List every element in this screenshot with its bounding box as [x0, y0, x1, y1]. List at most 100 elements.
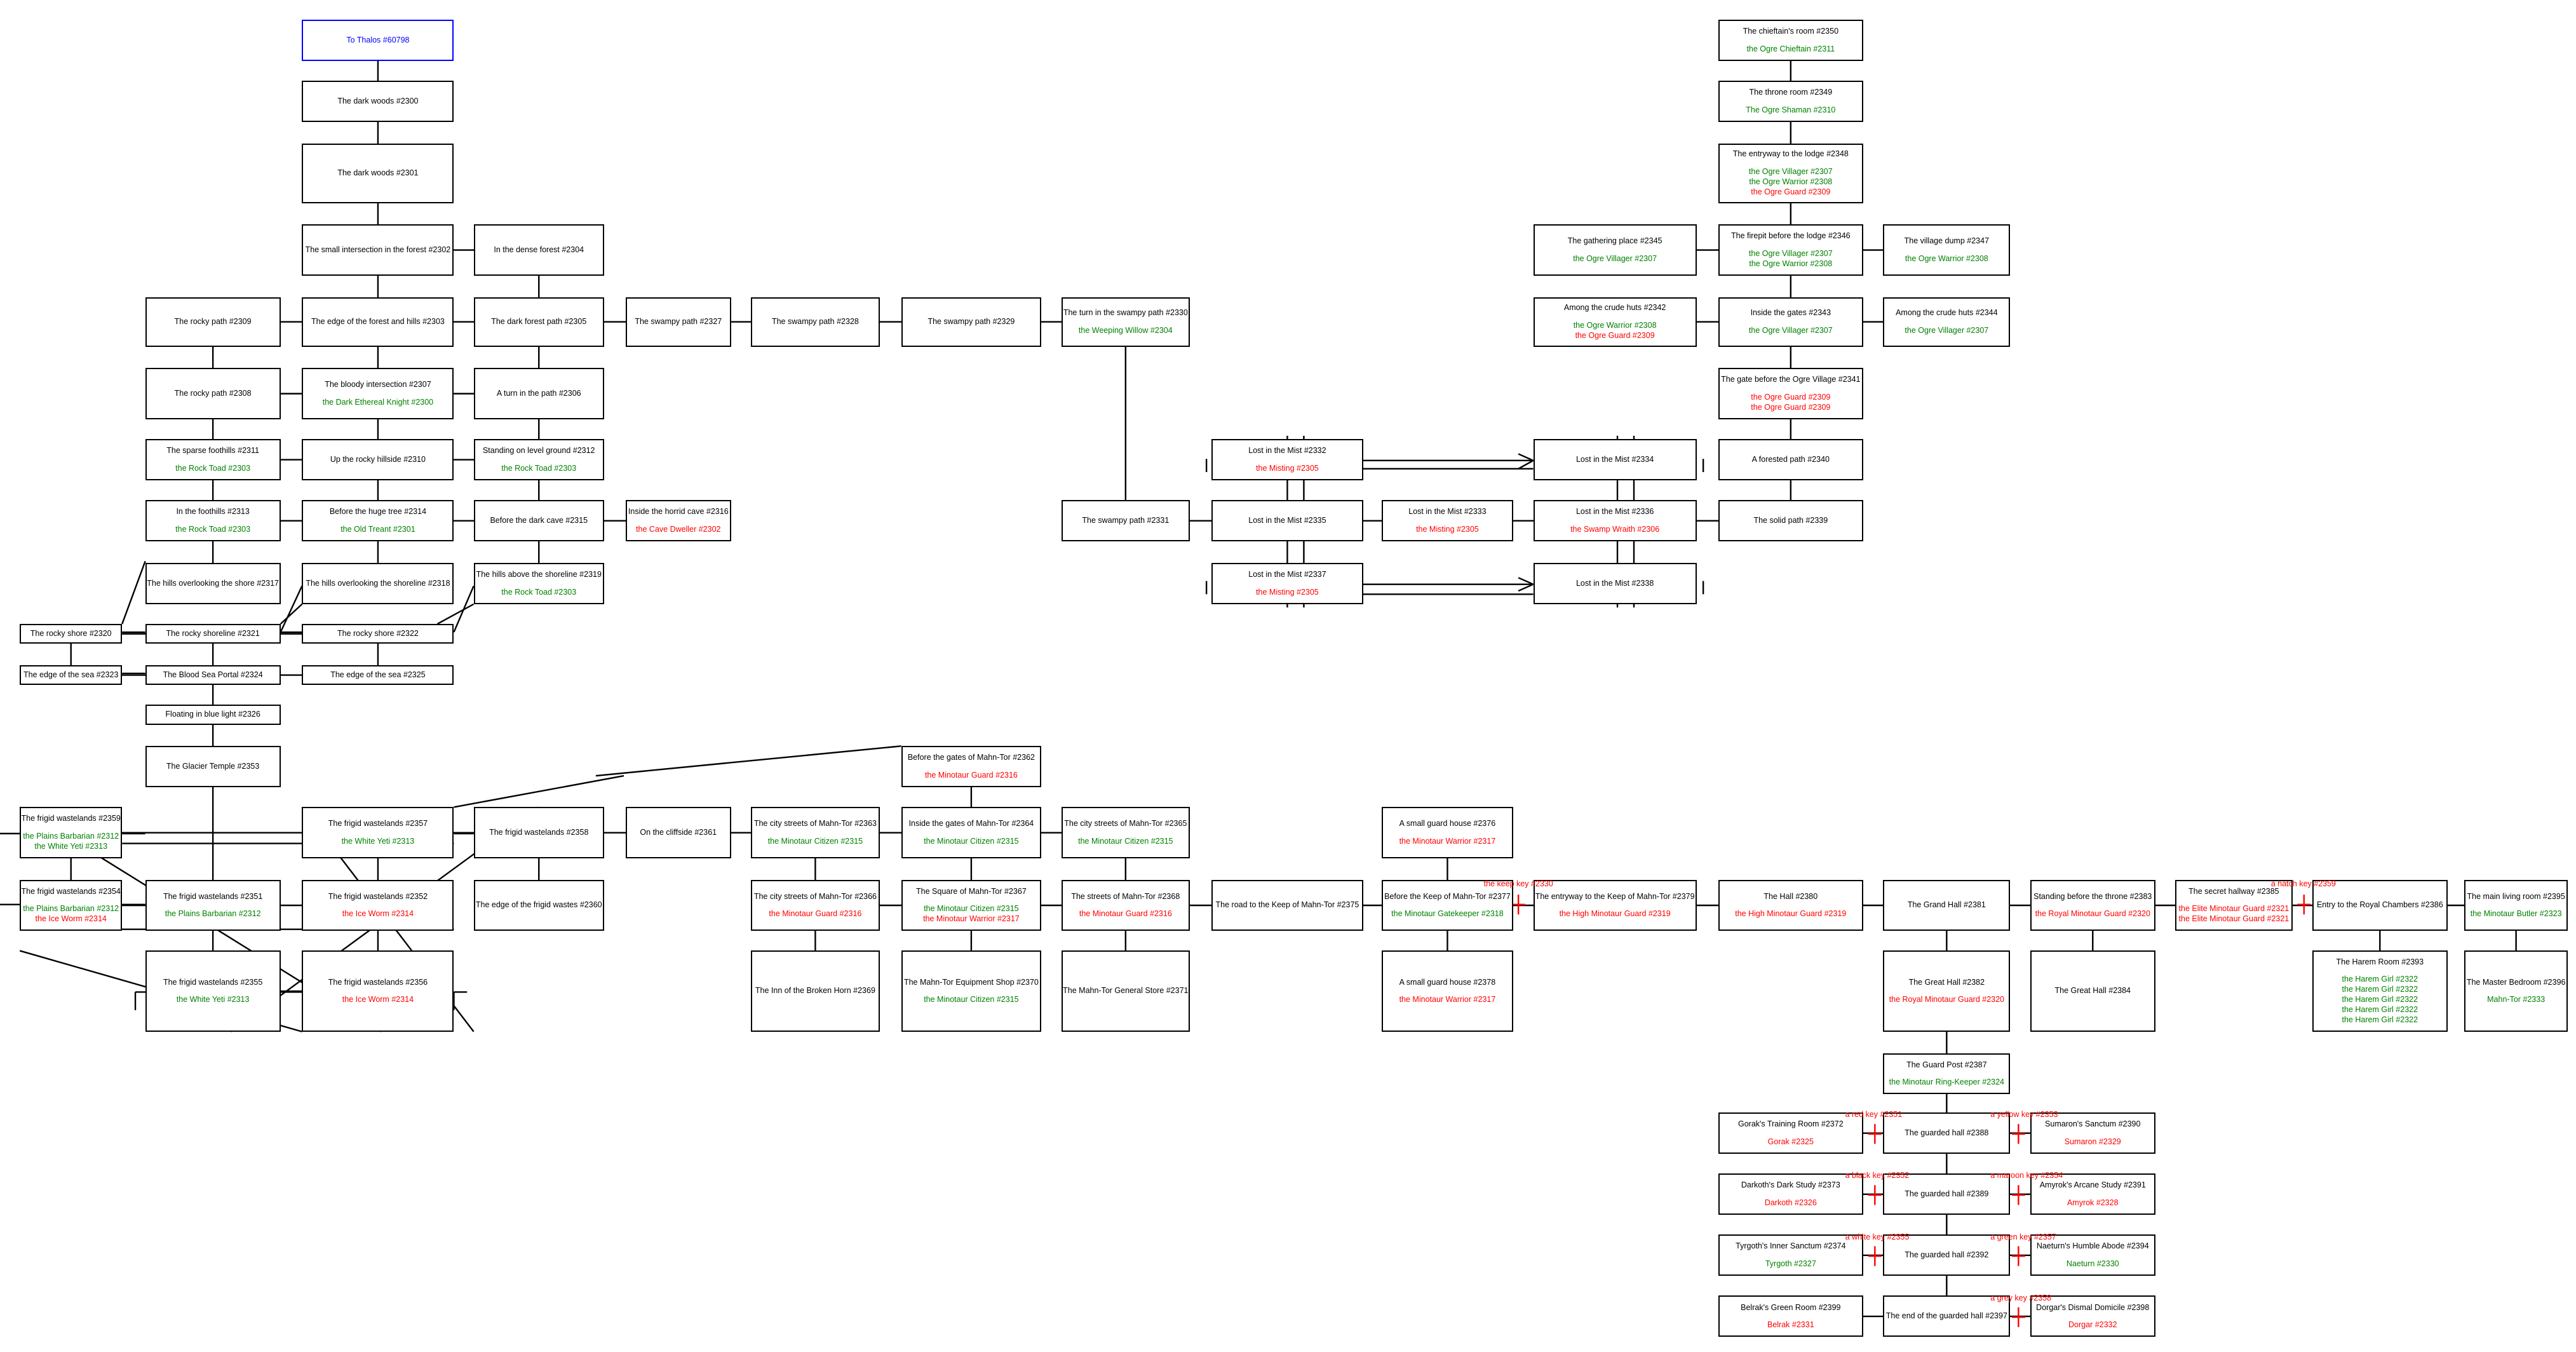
hostile-mob: the High Minotaur Guard #2319	[1735, 909, 1847, 919]
room-title: The Harem Room #2393	[2336, 957, 2424, 966]
room-title: Inside the gates of Mahn-Tor #2364	[908, 819, 1034, 828]
room-box: The dark forest path #2305	[473, 297, 604, 347]
room-mob-list: Dorgar #2332	[2068, 1320, 2117, 1329]
room-title: The gathering place #2345	[1567, 236, 1662, 246]
room-title: To Thalos #60798	[346, 35, 410, 44]
room-title: Inside the horrid cave #2316	[628, 507, 729, 517]
room-mob-list: the Old Treant #2301	[341, 525, 415, 534]
room-box: The guarded hall #2388	[1883, 1112, 2011, 1154]
room-title: The Great Hall #2384	[2054, 986, 2131, 996]
friendly-mob: the Weeping Willow #2304	[1078, 325, 1173, 335]
room-title: Entry to the Royal Chambers #2386	[2316, 900, 2443, 910]
room-title: The Mahn-Tor General Store #2371	[1063, 986, 1189, 996]
room-title: The frigid wastelands #2351	[163, 891, 263, 901]
room-title: Among the crude huts #2344	[1896, 308, 1998, 318]
door-key-label: a black key #2352	[1845, 1171, 1910, 1180]
friendly-mob: the Ogre Warrior #2308	[1905, 254, 1988, 263]
room-title: The rocky shoreline #2321	[166, 628, 260, 638]
room-title: The swampy path #2329	[927, 316, 1015, 326]
room-title: Lost in the Mist #2336	[1575, 507, 1654, 517]
room-box: Lost in the Mist #2335	[1211, 500, 1363, 542]
friendly-mob: the Ogre Chieftain #2311	[1746, 44, 1835, 54]
friendly-mob: the White Yeti #2313	[34, 842, 108, 851]
room-title: The rocky shore #2322	[337, 628, 419, 638]
room-title: On the cliffside #2361	[640, 827, 717, 837]
room-title: Lost in the Mist #2333	[1408, 507, 1487, 517]
room-title: The solid path #2339	[1753, 515, 1828, 525]
room-box: The dark woods #2300	[302, 81, 454, 123]
room-mob-list: the Ogre Chieftain #2311	[1746, 44, 1835, 53]
room-mob-list: the High Minotaur Guard #2319	[1560, 909, 1671, 918]
room-mob-list: the Minotaur Butler #2323	[2471, 909, 2562, 918]
room-title: Lost in the Mist #2332	[1248, 446, 1326, 456]
friendly-mob: the Minotaur Citizen #2315	[924, 837, 1019, 846]
exit-link	[454, 774, 624, 808]
hostile-mob: the Elite Minotaur Guard #2321	[2178, 914, 2289, 924]
room-title: Lost in the Mist #2335	[1248, 515, 1326, 525]
room-title: The swampy path #2331	[1082, 515, 1170, 525]
room-title: The small intersection in the forest #23…	[305, 245, 451, 254]
friendly-mob: the Minotaur Gatekeeper #2318	[1391, 909, 1504, 919]
room-title: The bloody intersection #2307	[325, 380, 431, 389]
room-mob-list: the Minotaur Citizen #2315	[1078, 837, 1173, 846]
room-title: The hills overlooking the shore #2317	[147, 578, 280, 588]
room-title: The chieftain's room #2350	[1743, 27, 1839, 36]
room-title: The frigid wastelands #2359	[21, 814, 121, 823]
door-key-label: a red key #2351	[1845, 1110, 1903, 1119]
room-box: The hills overlooking the shoreline #231…	[302, 562, 454, 604]
room-title: The village dump #2347	[1904, 236, 1990, 246]
hostile-mob: the Ice Worm #2314	[35, 914, 107, 924]
hostile-mob: the Ogre Guard #2309	[1575, 330, 1655, 340]
room-box: The swampy path #2328	[751, 297, 880, 347]
room-title: The rocky shore #2320	[30, 628, 112, 638]
friendly-mob: the Rock Toad #2303	[501, 587, 577, 597]
friendly-mob: the Minotaur Citizen #2315	[767, 837, 863, 846]
friendly-mob: the Ogre Warrior #2308	[1749, 177, 1833, 187]
room-title: Before the dark cave #2315	[490, 515, 588, 525]
room-title: The end of the guarded hall #2397	[1885, 1311, 2007, 1321]
room-title: The edge of the frigid wastes #2360	[475, 900, 602, 910]
friendly-mob: the Minotaur Citizen #2315	[1078, 837, 1173, 846]
exit-link	[436, 603, 475, 625]
room-mob-list: the Royal Minotaur Guard #2320	[2035, 909, 2150, 918]
friendly-mob: the Plains Barbarian #2312	[165, 909, 261, 919]
door-key-label: a yellow key #2353	[1990, 1110, 2058, 1119]
room-title: The main living room #2395	[2467, 891, 2565, 901]
hostile-mob: the Cave Dweller #2302	[636, 525, 721, 534]
exit-link	[595, 745, 901, 777]
hostile-mob: Darkoth #2326	[1764, 1198, 1817, 1208]
friendly-mob: the Ogre Villager #2307	[1748, 248, 1833, 258]
room-mob-list: the Misting #2305	[1416, 525, 1479, 534]
door-key-label: a hatch key #2359	[2270, 879, 2337, 888]
room-mob-list: the Minotaur Ring-Keeper #2324	[1889, 1078, 2004, 1086]
room-mob-list: the Ogre Villager #2307	[1905, 326, 1988, 335]
room-title: The guarded hall #2388	[1905, 1128, 1989, 1137]
room-box: The swampy path #2331	[1061, 500, 1190, 542]
friendly-mob: the Ogre Villager #2307	[1905, 325, 1989, 335]
room-title: The streets of Mahn-Tor #2368	[1071, 891, 1180, 901]
room-mob-list: Sumaron #2329	[2065, 1137, 2121, 1146]
room-title: The frigid wastelands #2357	[328, 819, 428, 828]
room-mob-list: the Rock Toad #2303	[175, 464, 250, 473]
room-title: The entryway to the lodge #2348	[1732, 149, 1849, 159]
friendly-mob: the Rock Toad #2303	[175, 463, 251, 473]
room-title: Before the gates of Mahn-Tor #2362	[907, 753, 1035, 762]
hostile-mob: the Minotaur Guard #2316	[1079, 909, 1172, 919]
